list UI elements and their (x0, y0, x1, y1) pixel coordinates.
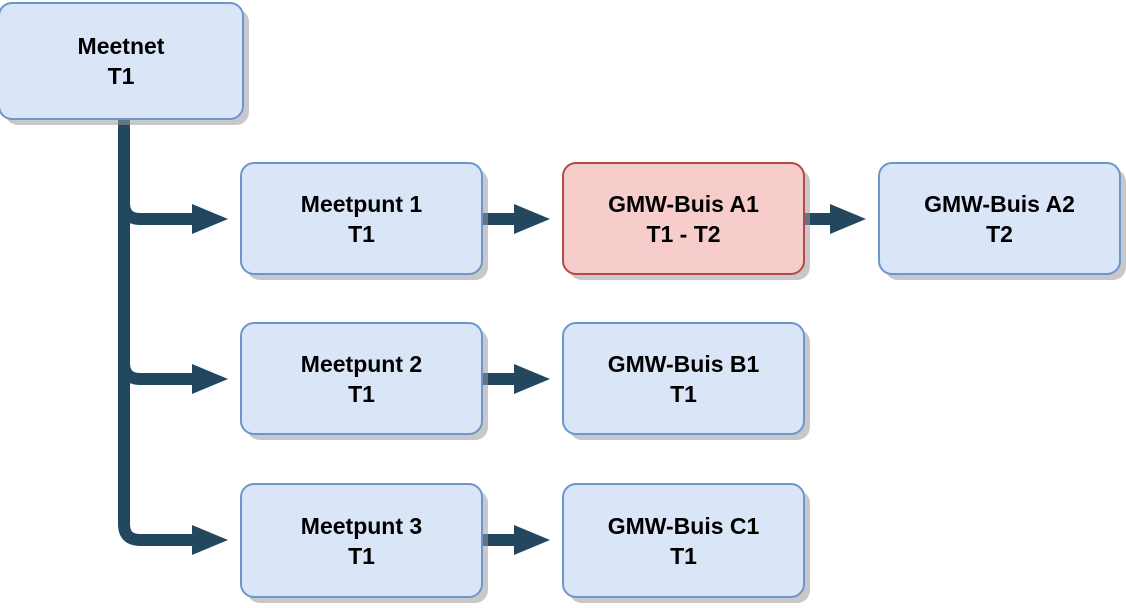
edge-meetnet-meetpunt-2 (118, 362, 228, 394)
node-meetpunt-2-subtitle: T1 (348, 380, 375, 407)
edge-meetnet-meetpunt-3 (192, 525, 228, 555)
node-meetpunt-2[interactable]: Meetpunt 2 T1 (240, 322, 483, 435)
node-gmw-buis-a2[interactable]: GMW-Buis A2 T2 (878, 162, 1121, 275)
node-gmw-buis-a2-title: GMW-Buis A2 (924, 190, 1075, 217)
node-meetpunt-2-title: Meetpunt 2 (300, 350, 423, 377)
node-meetnet-subtitle: T1 (107, 63, 135, 89)
node-meetnet-title: Meetnet (77, 33, 165, 59)
node-meetpunt-1[interactable]: Meetpunt 1 T1 (240, 162, 483, 275)
node-gmw-buis-c1[interactable]: GMW-Buis C1 T1 (562, 483, 805, 598)
node-gmw-buis-c1-subtitle: T1 (670, 542, 697, 569)
node-meetpunt-1-subtitle: T1 (348, 220, 375, 247)
node-gmw-buis-b1-subtitle: T1 (670, 380, 697, 407)
node-meetpunt-1-title: Meetpunt 1 (300, 190, 423, 217)
edge-meetnet-trunk (118, 118, 196, 546)
node-gmw-buis-b1-title: GMW-Buis B1 (607, 350, 760, 377)
node-gmw-buis-a1-title: GMW-Buis A1 (608, 190, 759, 217)
edge-gmw-buis-a1-gmw-buis-a2 (805, 204, 866, 234)
node-meetpunt-3-subtitle: T1 (348, 542, 375, 569)
node-gmw-buis-a1[interactable]: GMW-Buis A1 T1 - T2 (562, 162, 805, 275)
node-gmw-buis-b1[interactable]: GMW-Buis B1 T1 (562, 322, 805, 435)
node-meetnet[interactable]: Meetnet T1 (0, 2, 244, 120)
node-gmw-buis-c1-title: GMW-Buis C1 (607, 512, 760, 539)
node-gmw-buis-a1-subtitle: T1 - T2 (646, 220, 721, 247)
edge-meetnet-meetpunt-1 (118, 202, 228, 234)
node-meetpunt-3-title: Meetpunt 3 (300, 512, 423, 539)
edge-meetpunt-1-gmw-buis-a1 (483, 204, 550, 234)
edge-meetpunt-3-gmw-buis-c1 (483, 525, 550, 555)
node-meetpunt-3[interactable]: Meetpunt 3 T1 (240, 483, 483, 598)
node-gmw-buis-a2-subtitle: T2 (986, 220, 1013, 247)
edge-meetpunt-2-gmw-buis-b1 (483, 364, 550, 394)
